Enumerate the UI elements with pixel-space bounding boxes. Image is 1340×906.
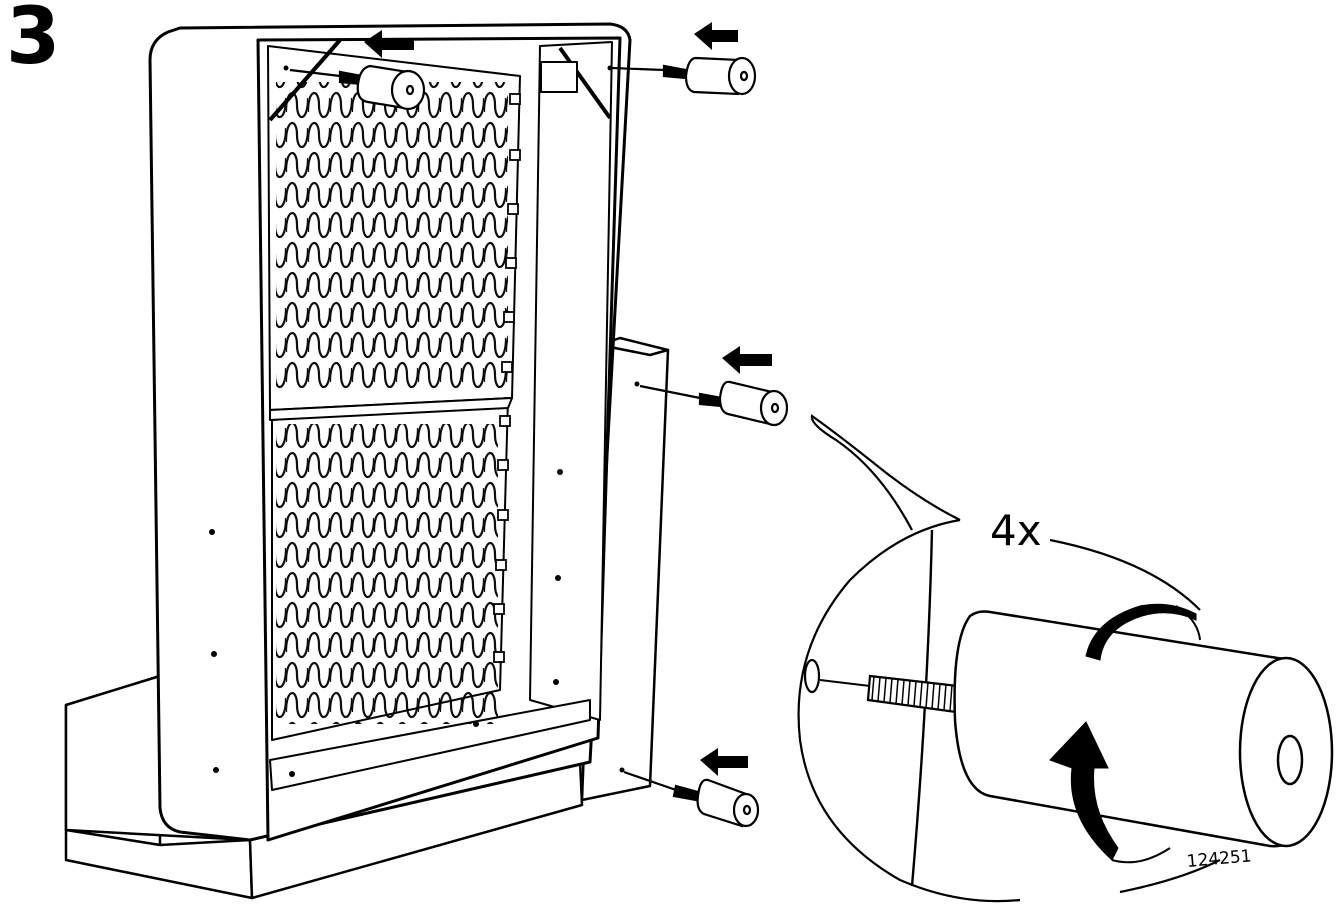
foot-middle-right: [639, 380, 789, 427]
detail-screw: [866, 674, 960, 714]
foot-bottom-right: [623, 770, 760, 828]
quantity-label: 4x: [986, 506, 1046, 555]
detail-callout: [797, 414, 1221, 903]
detail-wall: [803, 529, 934, 887]
rotate-arrow-icon: [1049, 603, 1201, 864]
foot-top-left: [289, 64, 426, 111]
screw-holes: [209, 65, 640, 777]
left-arrow-icon: [364, 22, 772, 776]
step-number: 3: [6, 0, 60, 82]
spring-clips: [493, 93, 521, 663]
spring-zigzags: [276, 82, 508, 724]
foot-top-right: [611, 56, 757, 96]
detail-foot-cylinder: [953, 610, 1334, 848]
